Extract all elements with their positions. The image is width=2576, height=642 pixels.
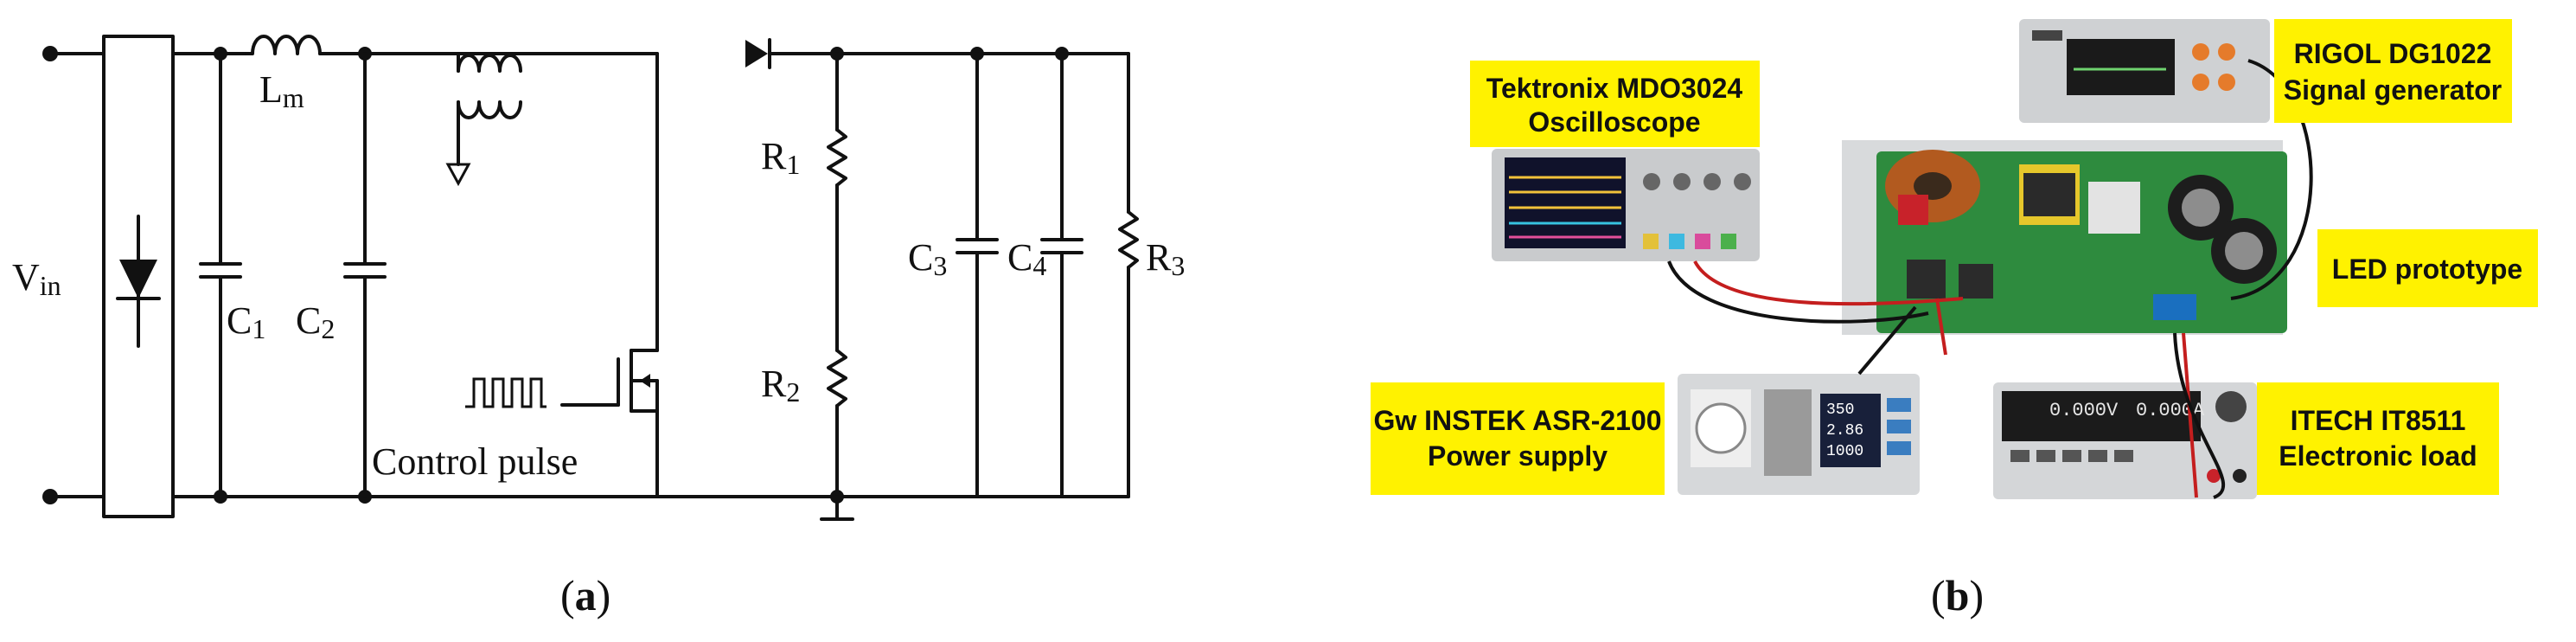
svg-text:Oscilloscope: Oscilloscope [1528,106,1700,138]
caption-a: (a) [560,571,610,620]
label-c4: C4 [1007,236,1046,281]
label-c3: C3 [908,236,947,281]
led-prototype-board [1842,140,2287,335]
svg-text:Gw INSTEK ASR-2100: Gw INSTEK ASR-2100 [1373,405,1661,436]
svg-text:ITECH IT8511: ITECH IT8511 [2291,405,2466,436]
tag-led-prototype: LED prototype [2317,229,2538,307]
circuit-schematic: Vin Lm C1 C2 R1 R2 C3 C4 R3 Control puls… [12,35,1185,620]
electronic-load-device: 0.000V 0.000A [1993,382,2257,499]
label-r2: R2 [761,363,800,408]
psu-readout-3: 1000 [1826,443,1863,460]
svg-text:Tektronix MDO3024: Tektronix MDO3024 [1486,73,1743,104]
tag-electronic-load: ITECH IT8511 Electronic load [2257,382,2499,495]
rectifier-block [102,35,175,518]
oscilloscope-device [1492,149,1760,261]
mosfet-symbol [640,374,650,388]
resistor-r3 [1118,210,1139,269]
rectifier-diode-symbol [119,260,157,299]
resistor-r2 [827,349,847,408]
label-r3: R3 [1146,236,1185,281]
svg-text:Signal generator: Signal generator [2284,74,2502,106]
tag-signal-generator: RIGOL DG1022 Signal generator [2274,19,2512,123]
coupled-inductor-secondary [457,100,522,119]
label-c1: C1 [227,299,265,344]
tag-power-supply: Gw INSTEK ASR-2100 Power supply [1371,382,1665,495]
power-supply-device: 350 2.86 1000 [1678,374,1920,495]
svg-text:RIGOL DG1022: RIGOL DG1022 [2294,38,2492,69]
tag-oscilloscope: Tektronix MDO3024 Oscilloscope [1470,61,1760,147]
psu-readout-1: 350 [1826,401,1854,419]
inductor-lm [245,35,365,55]
coupled-inductor-primary [457,54,522,73]
svg-text:LED prototype: LED prototype [2332,254,2522,285]
ground-arrow-symbol [445,163,471,187]
resistor-r1 [827,128,847,187]
svg-text:Electronic load: Electronic load [2279,440,2477,472]
label-control-pulse: Control pulse [372,440,578,483]
svg-text:Power supply: Power supply [1428,440,1608,472]
signal-generator-device [2019,19,2270,123]
load-readout-v: 0.000V [2049,400,2119,421]
psu-readout-2: 2.86 [1826,422,1863,440]
label-c2: C2 [296,299,335,344]
label-lm: Lm [259,68,304,113]
control-pulse-waveform [465,377,547,408]
output-diode [745,40,768,67]
label-vin: Vin [12,256,61,301]
caption-b: (b) [1931,571,1984,620]
label-r1: R1 [761,135,800,180]
experimental-setup: 350 2.86 1000 0.000V 0.000A [1371,19,2538,620]
cables [1667,59,2313,499]
